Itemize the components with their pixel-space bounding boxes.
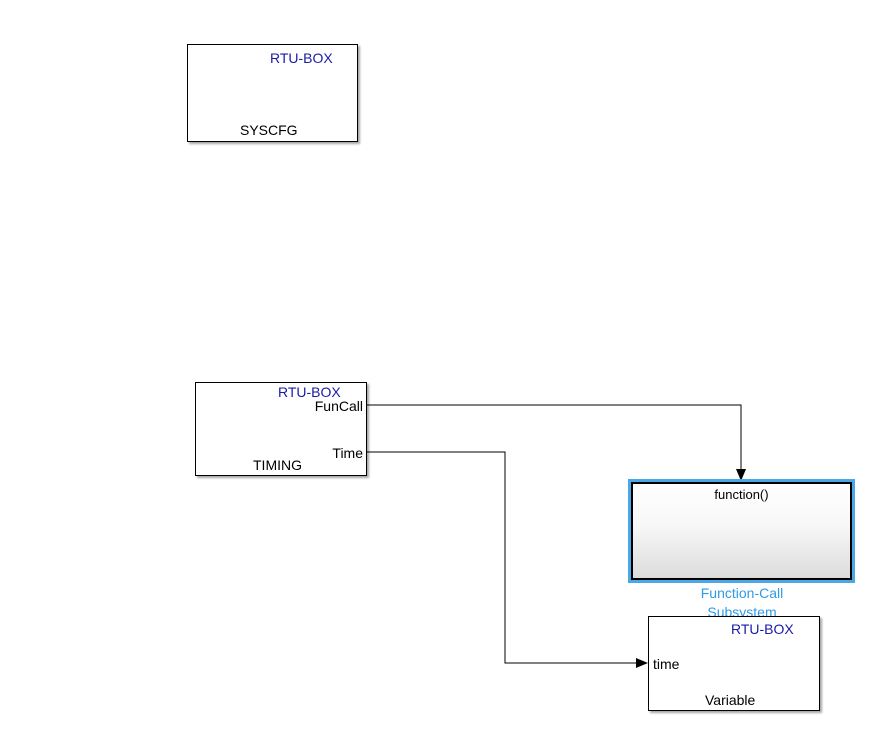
time-arrowhead [636, 658, 648, 668]
funcall-port-label[interactable]: FunCall [314, 398, 363, 414]
time-input-port-label[interactable]: time [653, 656, 680, 672]
time-signal-line[interactable] [367, 451, 637, 664]
variable-brand-label: RTU-BOX [731, 621, 794, 637]
function-call-subsystem-block[interactable]: function() [628, 479, 855, 583]
timing-name-label: TIMING [253, 457, 302, 473]
function-call-subsystem-body: function() [631, 482, 852, 580]
funcall-signal-line[interactable] [367, 404, 742, 470]
function-call-name-line1: Function-Call [700, 585, 784, 601]
time-port-label[interactable]: Time [332, 445, 363, 461]
variable-block[interactable]: RTU-BOX time Variable [648, 616, 820, 711]
funcall-arrowhead [736, 469, 746, 481]
timing-block[interactable]: RTU-BOX FunCall Time TIMING [195, 382, 367, 476]
variable-name-label: Variable [705, 692, 756, 708]
syscfg-name-label: SYSCFG [240, 122, 298, 138]
syscfg-brand-label: RTU-BOX [270, 50, 333, 66]
timing-brand-label: RTU-BOX [278, 384, 341, 400]
syscfg-block[interactable]: RTU-BOX SYSCFG [187, 44, 358, 142]
function-port-label: function() [714, 487, 769, 502]
